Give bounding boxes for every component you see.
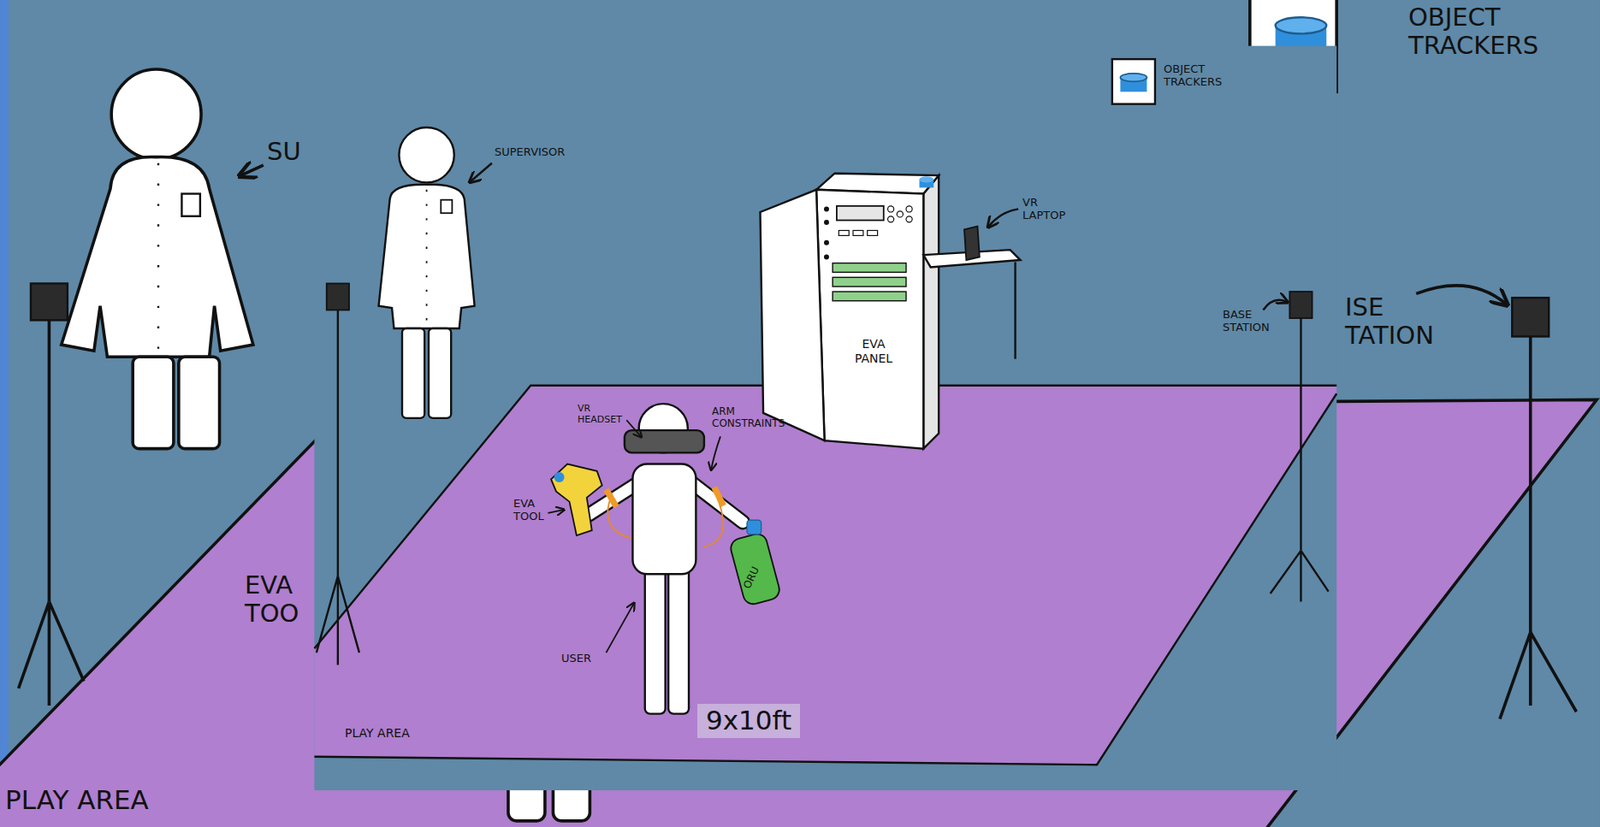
panel-label: EVA PANEL <box>841 337 906 367</box>
key-label: OBJECT TRACKERS <box>1408 3 1588 61</box>
cropped-label: EVA TOO <box>244 571 316 629</box>
area-label: PLAY AREA <box>5 785 230 817</box>
part-label: VR LAPTOP <box>1022 196 1074 223</box>
part-label: EVA TOOL <box>513 497 551 524</box>
cropped-label: SU <box>266 137 309 166</box>
part-label: ARM CONSTRAINTS <box>711 406 794 431</box>
key-label: OBJECT TRACKERS <box>1163 63 1245 89</box>
part-label: ORU <box>741 565 763 592</box>
area-label: PLAY AREA <box>344 726 468 741</box>
dimension-label: 9x10ft <box>697 704 800 739</box>
part-label: USER <box>561 652 613 666</box>
cropped-label: ISE TATION <box>1345 293 1458 351</box>
part-label: SUPERVISOR <box>494 146 617 160</box>
part-label: VR HEADSET <box>577 403 627 426</box>
eva-panel-cabinet: EVA PANEL <box>841 337 906 367</box>
part-label: BASE STATION <box>1222 308 1286 335</box>
